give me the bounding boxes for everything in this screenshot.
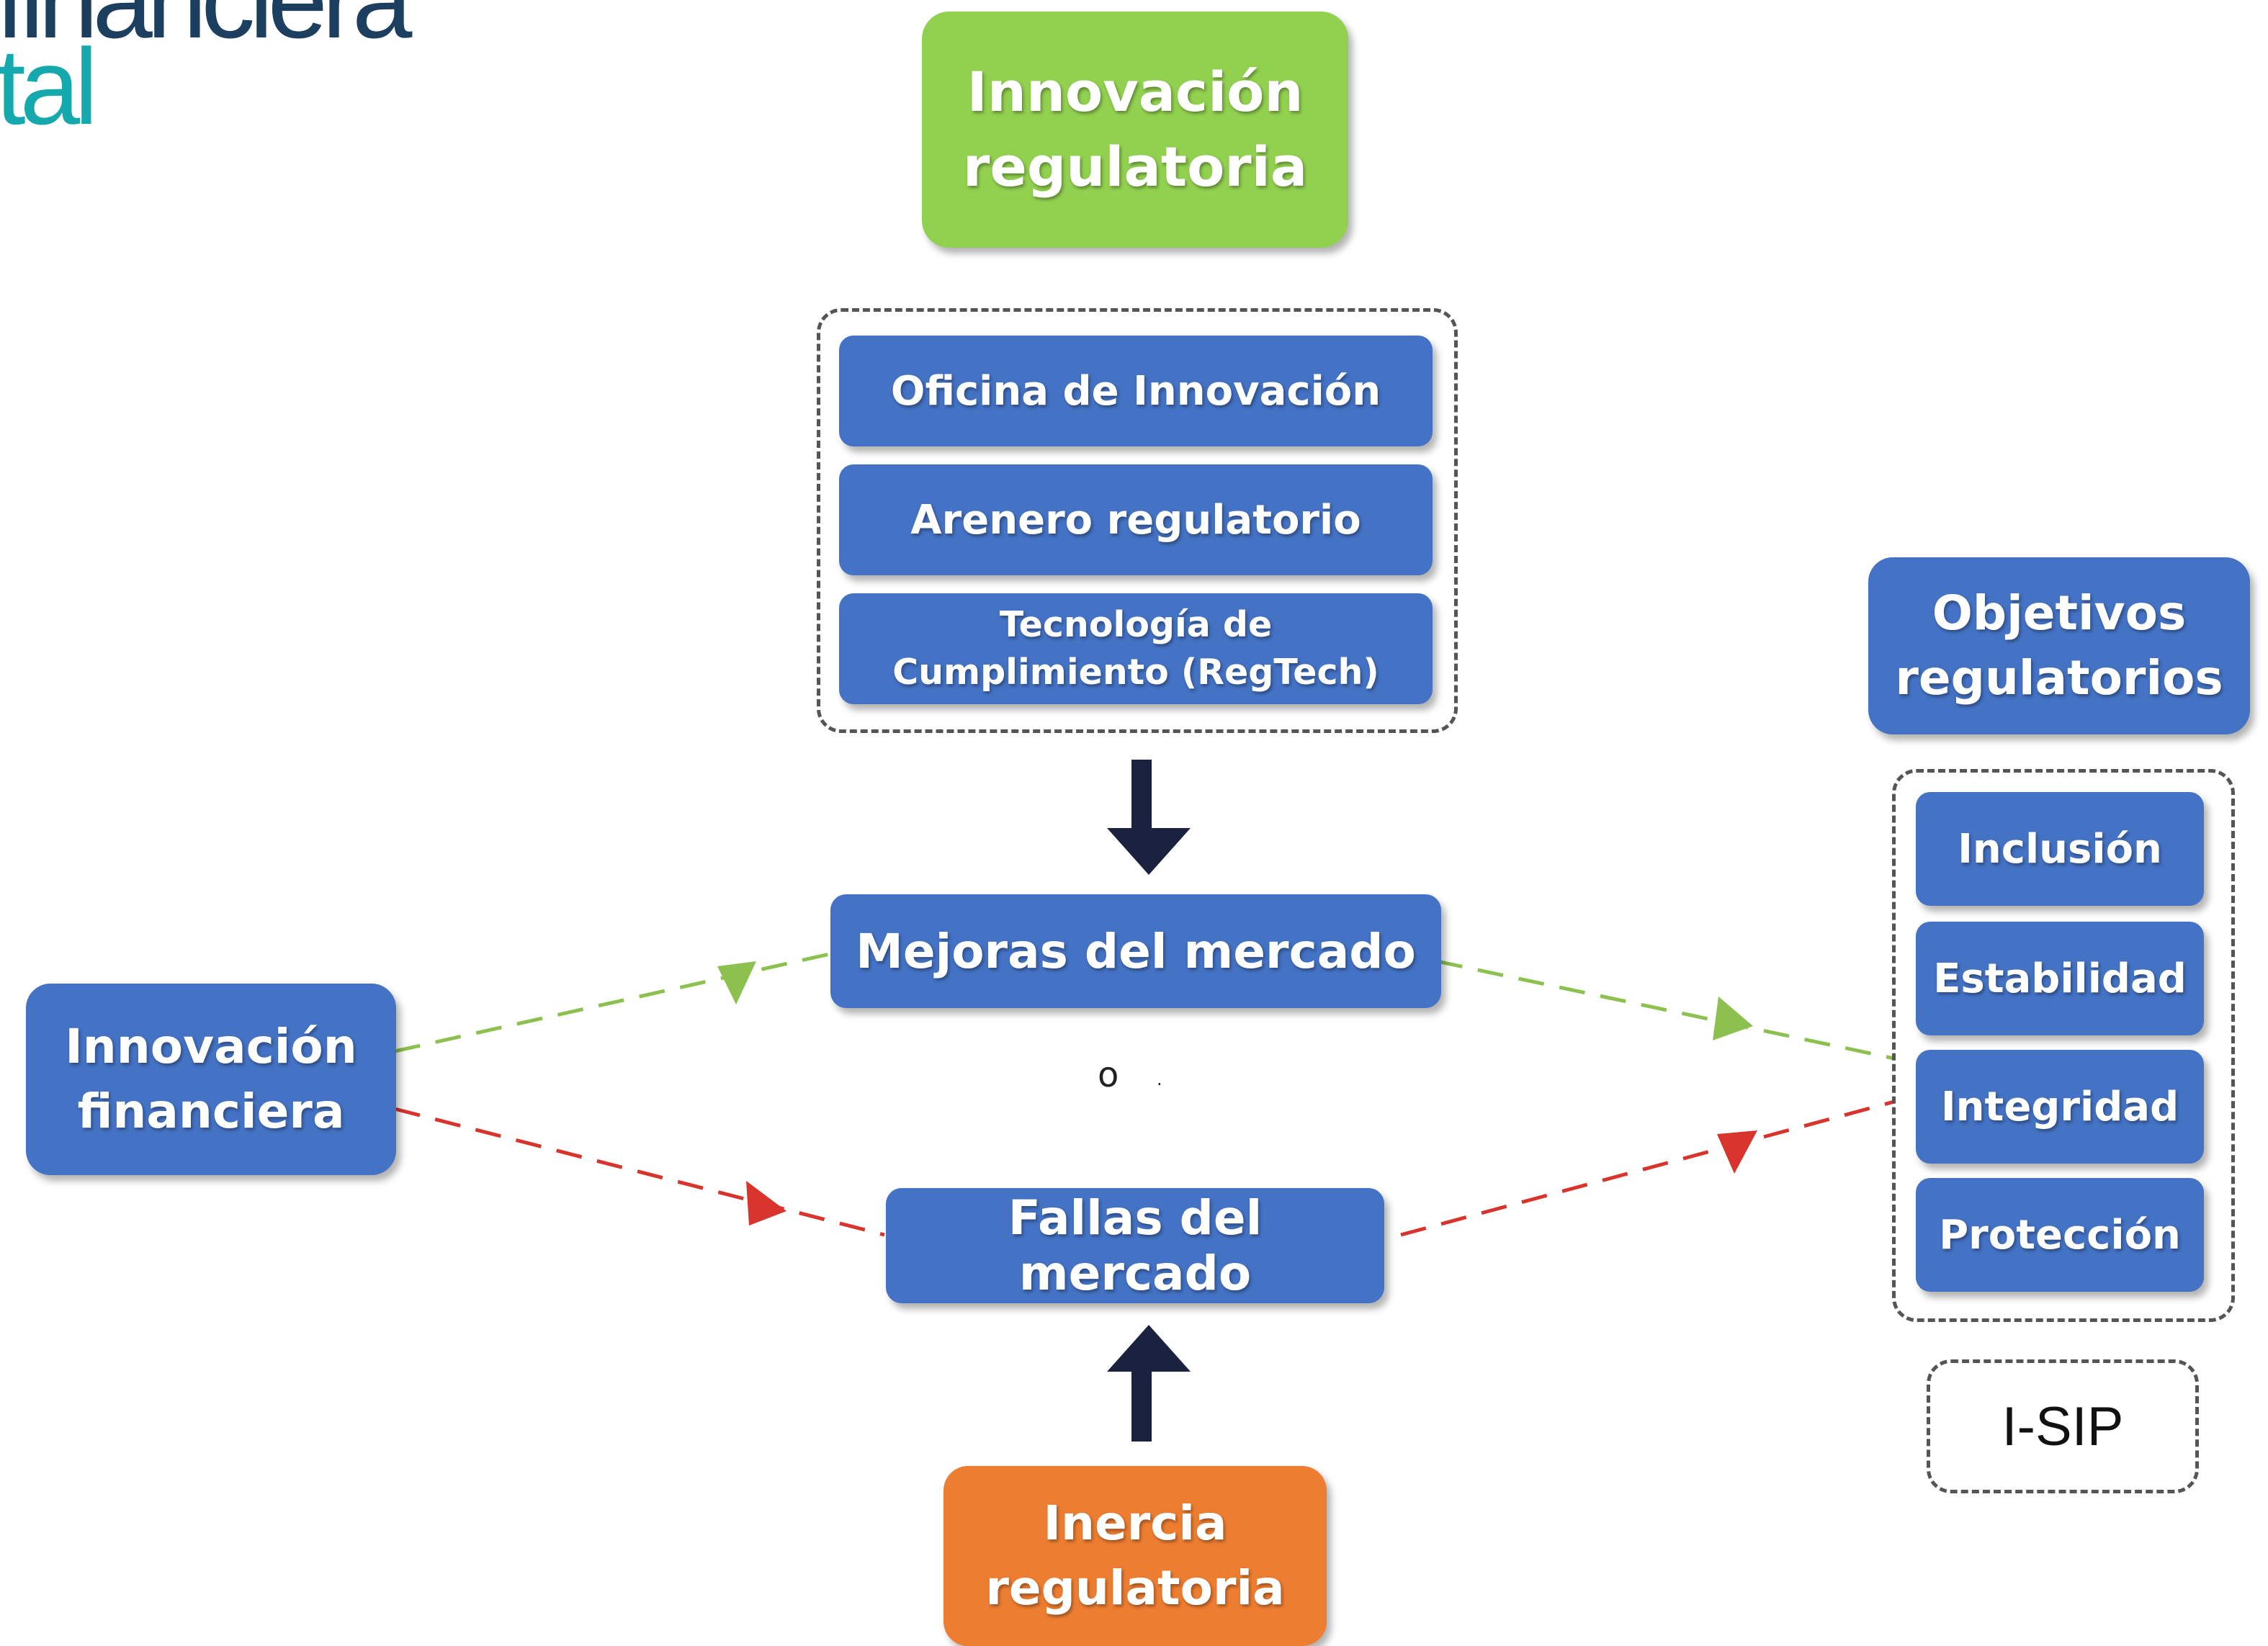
regulatory-inertia-label: Inercia regulatoria xyxy=(985,1496,1285,1616)
tool-innovation-office-label: Oficina de Innovación xyxy=(890,367,1381,415)
regulatory-objectives-group xyxy=(1892,769,2235,1322)
tool-innovation-office: Oficina de Innovación xyxy=(839,336,1433,446)
isip-label: I-SIP xyxy=(2002,1395,2124,1457)
objective-stability: Estabilidad xyxy=(1916,922,2204,1035)
regulatory-tools-group xyxy=(817,308,1458,733)
red-dashed-arrow-right xyxy=(1400,1099,1895,1237)
market-improvements-box: Mejoras del mercado xyxy=(830,894,1441,1008)
financial-innovation-box: Innovación financiera xyxy=(26,984,396,1175)
market-failures-box: Fallas del mercado xyxy=(886,1188,1384,1303)
green-dashed-arrow-left xyxy=(394,952,830,1053)
brand-logo: financiera tal xyxy=(0,0,412,147)
objective-protection: Protección xyxy=(1916,1178,2204,1292)
up-arrow-icon xyxy=(1107,1325,1191,1442)
down-arrow-icon xyxy=(1107,760,1191,875)
regulatory-innovation-label: Innovación regulatoria xyxy=(962,60,1308,199)
objective-inclusion-label: Inclusión xyxy=(1958,825,2162,873)
separator-dot: . xyxy=(1157,1069,1162,1089)
objective-stability-label: Estabilidad xyxy=(1933,955,2187,1002)
objective-protection-label: Protección xyxy=(1939,1211,2181,1259)
market-failures-label: Fallas del mercado xyxy=(1008,1190,1263,1301)
tool-regulatory-sandbox: Arenero regulatorio xyxy=(839,464,1433,575)
objective-integrity: Integridad xyxy=(1916,1050,2204,1164)
market-improvements-label: Mejoras del mercado xyxy=(856,923,1416,979)
regulatory-innovation-box: Innovación regulatoria xyxy=(922,12,1348,248)
regulatory-objectives-title-box: Objetivos regulatorios xyxy=(1868,557,2250,734)
isip-box: I-SIP xyxy=(1927,1359,2199,1493)
regulatory-inertia-box: Inercia regulatoria xyxy=(943,1466,1327,1646)
objective-integrity-label: Integridad xyxy=(1940,1083,2179,1130)
red-dashed-arrow-left xyxy=(394,1107,885,1237)
regulatory-objectives-title: Objetivos regulatorios xyxy=(1895,585,2223,706)
tool-regulatory-sandbox-label: Arenero regulatorio xyxy=(910,496,1361,544)
tool-regtech: Tecnología de Cumplimiento (RegTech) xyxy=(839,593,1433,704)
financial-innovation-label: Innovación financiera xyxy=(65,1019,357,1139)
logo-line-2: tal xyxy=(0,26,98,147)
green-dashed-arrow-right xyxy=(1436,959,1895,1061)
tool-regtech-label: Tecnología de Cumplimiento (RegTech) xyxy=(892,604,1379,693)
objective-inclusion: Inclusión xyxy=(1916,792,2204,906)
separator-text: o xyxy=(1098,1055,1119,1095)
